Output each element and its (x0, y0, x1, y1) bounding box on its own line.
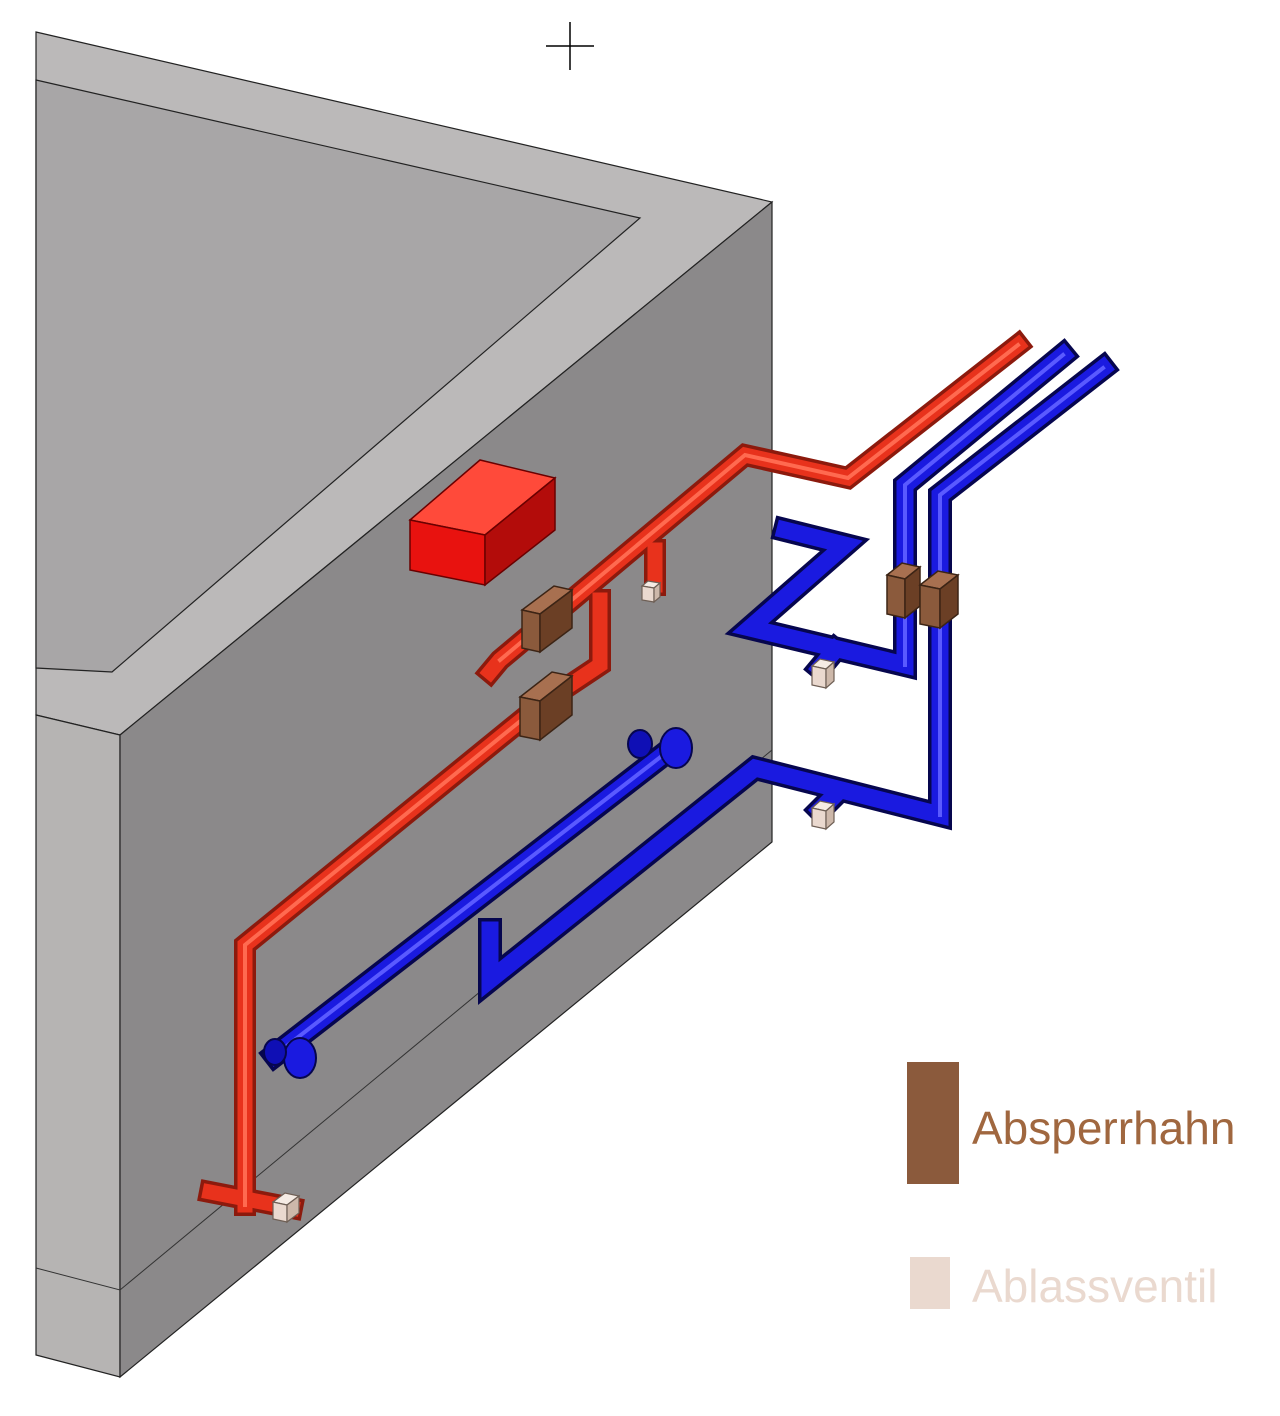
concrete-basin (35, 31, 774, 1379)
drain-valve (810, 658, 836, 690)
legend-swatch-absperrhahn (907, 1062, 959, 1184)
shutoff-valve (918, 570, 960, 630)
shutoff-valve (885, 562, 922, 620)
legend-swatch-ablassventil (910, 1257, 950, 1309)
legend-label-ablassventil: Ablassventil (972, 1260, 1218, 1312)
red-tank (408, 459, 557, 587)
drain-valve (810, 800, 836, 831)
legend-label-absperrhahn: Absperrhahn (972, 1102, 1236, 1154)
basin-inner-floor (35, 79, 642, 673)
basin-left-face (35, 714, 121, 1378)
shutoff-valve (518, 671, 574, 742)
crosshair-cursor-icon (546, 22, 594, 70)
drain-valve (640, 580, 662, 604)
drain-valve (271, 1192, 301, 1224)
pipe-end-caps (263, 727, 693, 1079)
drain-valves (271, 580, 836, 1224)
shutoff-valve (520, 585, 574, 654)
shutoff-valves (518, 562, 960, 742)
